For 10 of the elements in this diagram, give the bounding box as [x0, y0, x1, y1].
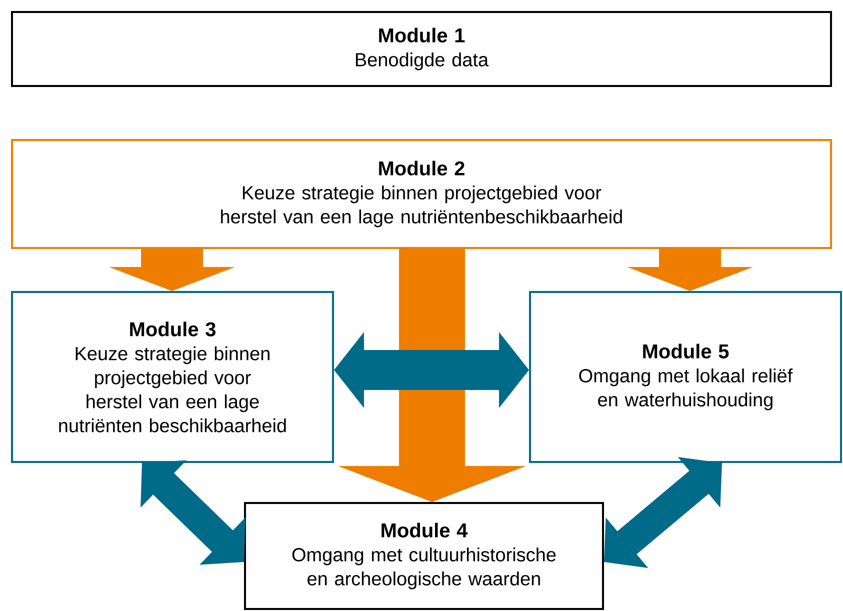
- module-box: Module 5 Omgang met lokaal reliëf en waterhuishouding: [529, 291, 842, 463]
- module-box: Module 3 Keuze strategie binnen projectgebied voor herstel van een lage nutriënten beschikbaarheid: [11, 291, 334, 463]
- block-arrow: [604, 457, 722, 568]
- block-arrow: [334, 332, 529, 408]
- module-box: Module 4 Omgang met cultuurhistorische en archeologische waarden: [244, 502, 604, 610]
- module-box: Module 2 Keuze strategie binnen projectgebied voor herstel van een lage nutriëntenbeschikbaarheid: [11, 139, 832, 249]
- module-box: Module 1 Benodigde data: [11, 11, 832, 87]
- block-arrow: [109, 249, 235, 291]
- block-arrow: [140, 460, 246, 565]
- block-arrow: [627, 249, 753, 291]
